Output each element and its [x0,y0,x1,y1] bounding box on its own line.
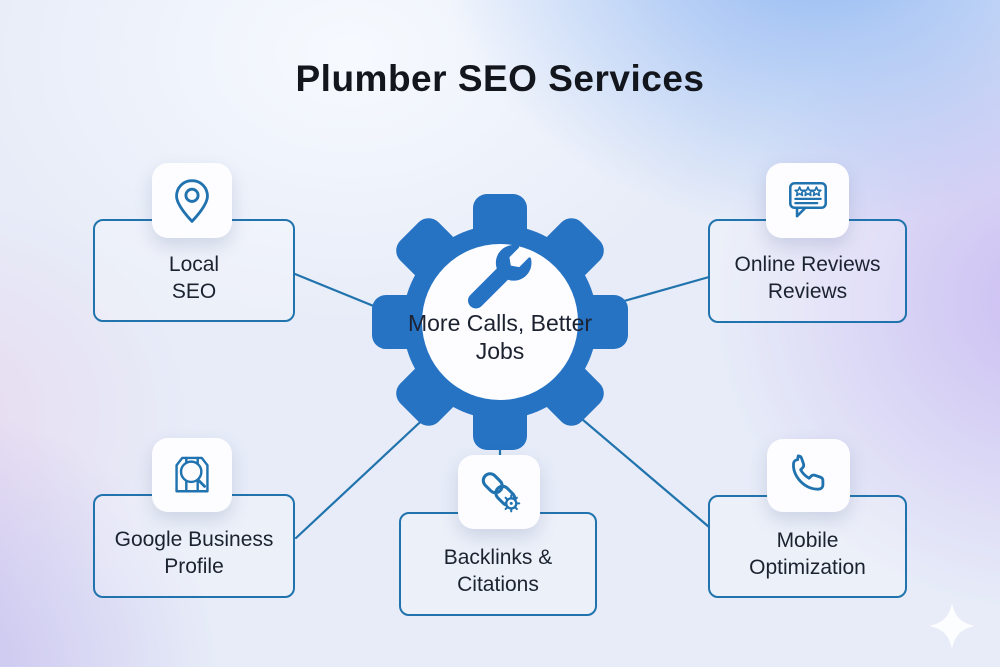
storefront-search-icon [175,456,209,493]
phone-handset-icon [791,454,824,491]
gear-caption: More Calls, Better Jobs [400,310,600,365]
icon-badge-online-reviews [766,163,849,238]
icon-badge-backlinks-citations [458,455,540,529]
sparkle-icon [929,603,975,649]
icon-badge-mobile-optimization [767,439,850,512]
review-stars-icon [788,181,827,217]
gear-hub [365,187,635,462]
node-label-line2: Reviews [767,280,848,303]
node-label-line2: Optimization [749,555,866,579]
node-label-line1: Online Reviews [734,253,881,276]
node-label-line1: Backlinks & [443,546,553,569]
node-label-line1: Google Business [114,528,274,551]
node-card-mobile-optimization: Mobile Optimization [708,495,907,598]
node-card-backlinks-citations: Backlinks & Citations [399,512,597,616]
icon-badge-local-seo [152,163,232,238]
gear-icon [372,194,628,450]
node-label-line2: Citations [457,573,539,596]
page-title: Plumber SEO Services [295,58,705,99]
wrench-icon [467,245,532,309]
node-label-line2: SEO [171,279,217,303]
node-label-line1: Mobile [776,528,839,552]
location-pin-icon [175,178,209,223]
icon-badge-google-business-profile [152,438,232,512]
node-label-line2: Profile [164,555,224,578]
gear-caption-line2: Better Jobs [475,310,593,364]
node-label-line1: Local [168,252,220,276]
chain-links-gear-icon [481,472,521,513]
gear-caption-line1: More Calls, [407,310,525,336]
